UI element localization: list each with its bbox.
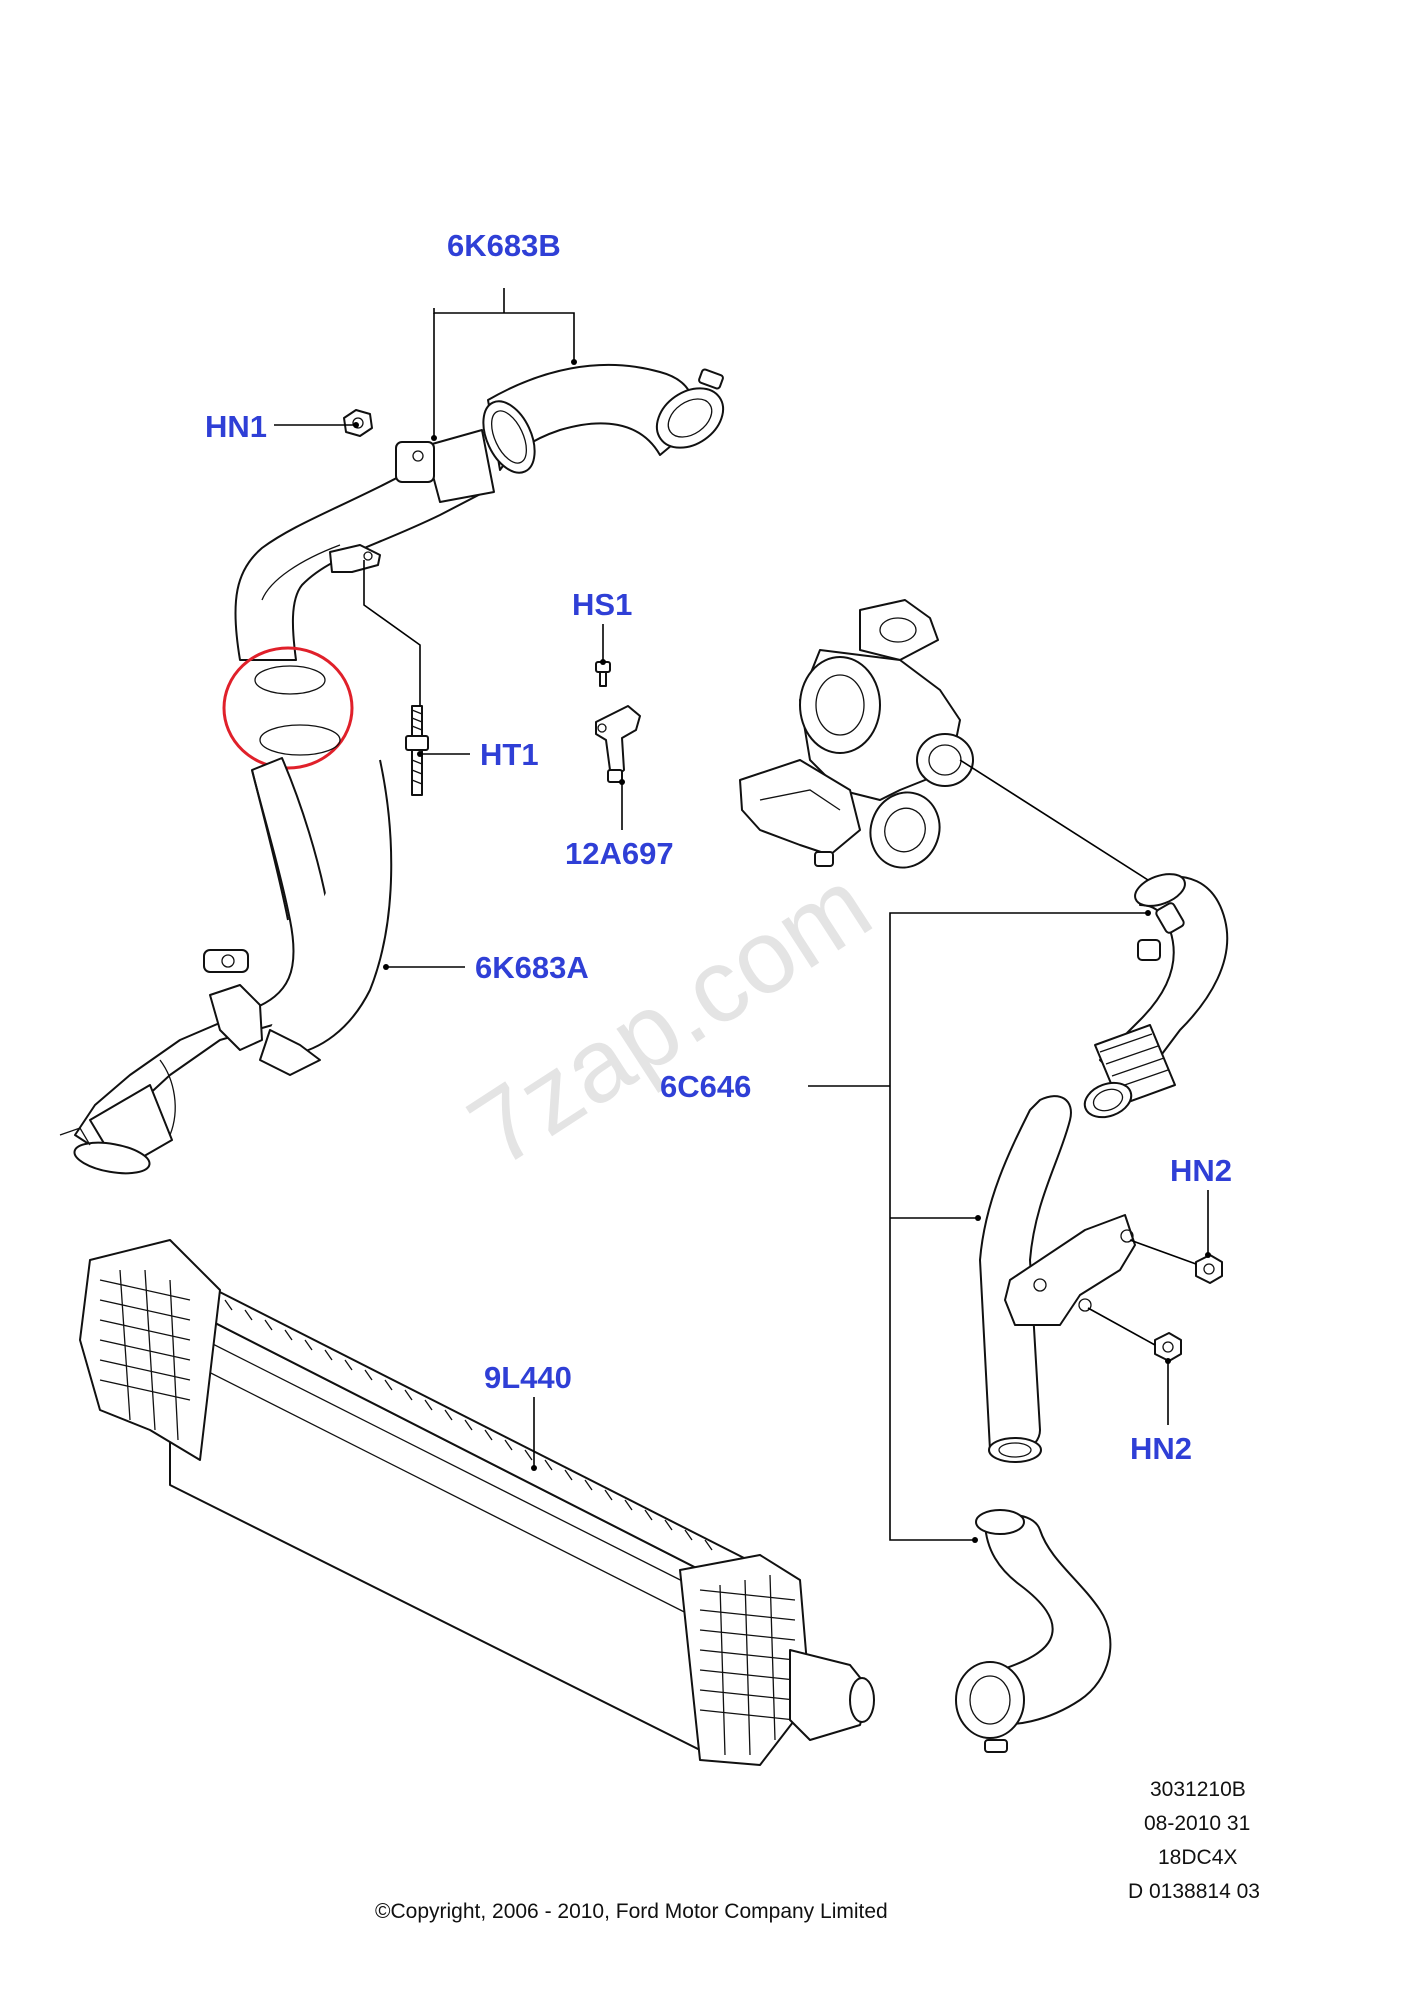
reference-line-2: 08-2010 31 (1144, 1812, 1250, 1835)
screw-hs1-drawing[interactable] (595, 661, 611, 687)
label-hose-upper[interactable]: 6K683B (447, 228, 561, 263)
leader-lines (274, 288, 1211, 1543)
reference-line-4: D 0138814 03 (1128, 1880, 1260, 1903)
label-sensor[interactable]: 12A697 (565, 836, 674, 871)
label-intercooler[interactable]: 9L440 (484, 1360, 572, 1395)
highlight-circle (222, 646, 354, 770)
nut-hn2-bottom-drawing[interactable] (1154, 1332, 1182, 1362)
reference-line-1: 3031210B (1150, 1778, 1246, 1801)
label-screw-hs1[interactable]: HS1 (572, 587, 632, 622)
hose-joint-bottom (259, 724, 341, 756)
watermark: 7zap.com (449, 846, 890, 1189)
label-pipe-assembly[interactable]: 6C646 (660, 1069, 751, 1104)
stud-drawing[interactable] (405, 705, 429, 796)
label-nut-hn2-bottom[interactable]: HN2 (1130, 1431, 1192, 1466)
pipe-assembly-drawing[interactable] (955, 868, 1229, 1753)
nut-hn2-top-drawing[interactable] (1195, 1254, 1223, 1284)
copyright-text: ©Copyright, 2006 - 2010, Ford Motor Comp… (375, 1900, 888, 1923)
turbocharger-drawing[interactable] (739, 599, 974, 877)
reference-line-3: 18DC4X (1158, 1846, 1237, 1869)
label-hose-lower[interactable]: 6K683A (475, 950, 589, 985)
upper-hose-drawing[interactable] (234, 363, 734, 661)
sensor-drawing[interactable] (595, 705, 641, 783)
reference-block: 3031210B 08-2010 31 18DC4X D 0138814 03 (1128, 1778, 1260, 1903)
lower-hose-drawing[interactable] (59, 757, 393, 1178)
label-nut-hn1[interactable]: HN1 (205, 409, 267, 444)
hose-joint-top (254, 665, 326, 695)
label-stud-ht1[interactable]: HT1 (480, 737, 539, 772)
label-nut-hn2-top[interactable]: HN2 (1170, 1153, 1232, 1188)
intercooler-drawing[interactable] (79, 1239, 875, 1766)
